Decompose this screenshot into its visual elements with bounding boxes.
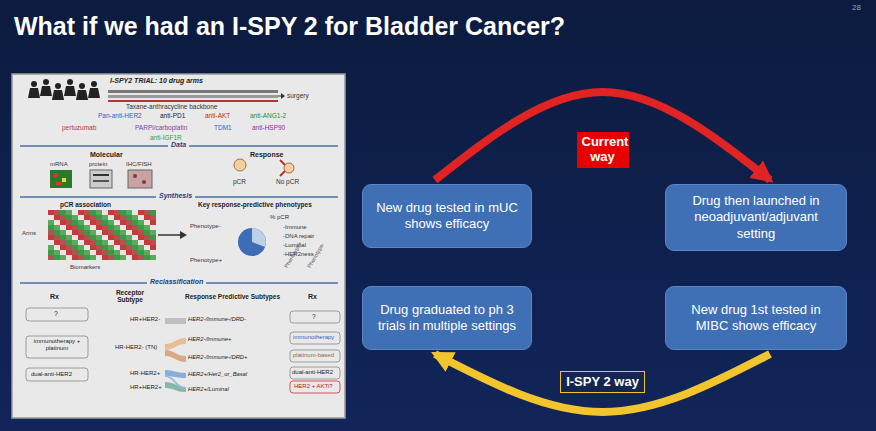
figure-label: Rx (308, 293, 317, 301)
figure-label: dual-anti-HER2 (31, 371, 72, 378)
figure-label: dual-anti-HER2 (292, 369, 333, 376)
figure-label: Phenotype+ (190, 257, 222, 264)
figure-label: Synthesis (156, 192, 195, 200)
figure-label: HR-HER2+ (130, 370, 160, 377)
figure-label: -DNA repair (283, 233, 314, 240)
figure-label: HER2-/Immune-/DRD+ (188, 354, 247, 360)
synthesis-arrow (158, 234, 182, 236)
page-number: 28 (852, 4, 861, 13)
process-box: New drug 1st tested in MIBC shows effica… (665, 286, 847, 350)
process-box: Drug then launched in neoadjuvant/adjuva… (665, 184, 847, 251)
cycle-arrow (435, 354, 770, 412)
figure-panel (12, 74, 345, 418)
figure-label: Receptor Subtype (108, 289, 152, 303)
box-text: Drug graduated to ph 3 trials in multipl… (375, 302, 519, 335)
molecular-icons (50, 170, 152, 188)
figure-label: -Immune (283, 224, 307, 231)
figure-label: mRNA (50, 161, 68, 168)
figure-label: HR+HER2+ (130, 384, 162, 391)
figure-label: Arms (22, 230, 36, 237)
slide-title: What if we had an I-SPY 2 for Bladder Ca… (14, 12, 565, 41)
figure-label: No pCR (276, 178, 299, 185)
arm-bars (108, 90, 285, 102)
pcr-pie (238, 228, 266, 256)
process-box: New drug tested in mUC shows efficacy (362, 184, 532, 248)
figure-label: pCR association (60, 201, 111, 208)
figure-label: Reclassification (147, 278, 206, 286)
synthesis-arrowhead (180, 231, 187, 239)
figure-label: immunotherapy + platinum (29, 338, 85, 351)
figure-label: HER2 + AKTi? (294, 383, 333, 390)
figure-label: ? (54, 310, 58, 318)
process-box: Drug graduated to ph 3 trials in multipl… (362, 286, 532, 350)
figure-label: HR-HER2- (TN) (115, 344, 157, 351)
figure-label: Response Predictive Subtypes (185, 293, 280, 300)
figure-label: Biomarkers (70, 264, 100, 271)
figure-label: ? (312, 313, 316, 320)
figure-label: pertuzumab (62, 124, 96, 131)
reclassification-flows (165, 318, 186, 392)
figure-label: Phenotype- (190, 223, 221, 230)
patient-icons (28, 79, 100, 100)
heatmap (48, 210, 156, 260)
response-icons (234, 159, 294, 176)
edge-label: I-SPY 2 way (560, 371, 645, 394)
figure-label: platinum-based (293, 352, 334, 359)
figure-label: Pan-anti-HER2 (98, 112, 142, 119)
figure-label: Key response-predictive phenotypes (198, 201, 312, 208)
figure-label: pCR (233, 178, 246, 185)
figure-label: Data (168, 141, 189, 149)
figure-label: HER2+/Luminal (188, 386, 229, 392)
box-text: New drug tested in mUC shows efficacy (375, 200, 519, 233)
rx-frames (26, 308, 340, 393)
figure-label: TDM1 (214, 124, 232, 131)
figure-label: anti-ANG1-2 (250, 112, 286, 119)
figure-label: Taxane-anthracycline backbone (126, 103, 217, 110)
figure-label: IHC/FISH (126, 161, 152, 168)
figure-label: anti-HSP90 (252, 124, 285, 131)
figure-label: immunotherapy (293, 334, 334, 341)
figure-label: Rx (50, 293, 59, 301)
figure-label: Molecular (90, 151, 123, 159)
figure-label: HER2-/Immune+ (188, 336, 231, 342)
figure-label: I-SPY2 TRIAL: 10 drug arms (110, 77, 203, 85)
figure-label: anti-AKT (205, 112, 230, 119)
figure-label: PARPi/carboplatin (135, 124, 187, 131)
section-dividers (20, 146, 338, 283)
figure-label: HR+HER2- (130, 316, 160, 323)
figure-label: HER2-/Immune-/DRD- (188, 316, 246, 322)
figure-label: surgery (287, 92, 309, 99)
box-text: New drug 1st tested in MIBC shows effica… (678, 302, 834, 335)
figure-label: protein (89, 161, 107, 168)
figure-label: HER2+/Her2_or_Basal (188, 371, 247, 377)
edge-label: Current way (577, 132, 629, 168)
figure-label: anti-PD1 (160, 112, 185, 119)
cycle-arrow (435, 92, 770, 180)
box-text: Drug then launched in neoadjuvant/adjuva… (678, 193, 834, 242)
figure-label: Response (250, 151, 283, 159)
figure-label: % pCR (270, 214, 289, 221)
